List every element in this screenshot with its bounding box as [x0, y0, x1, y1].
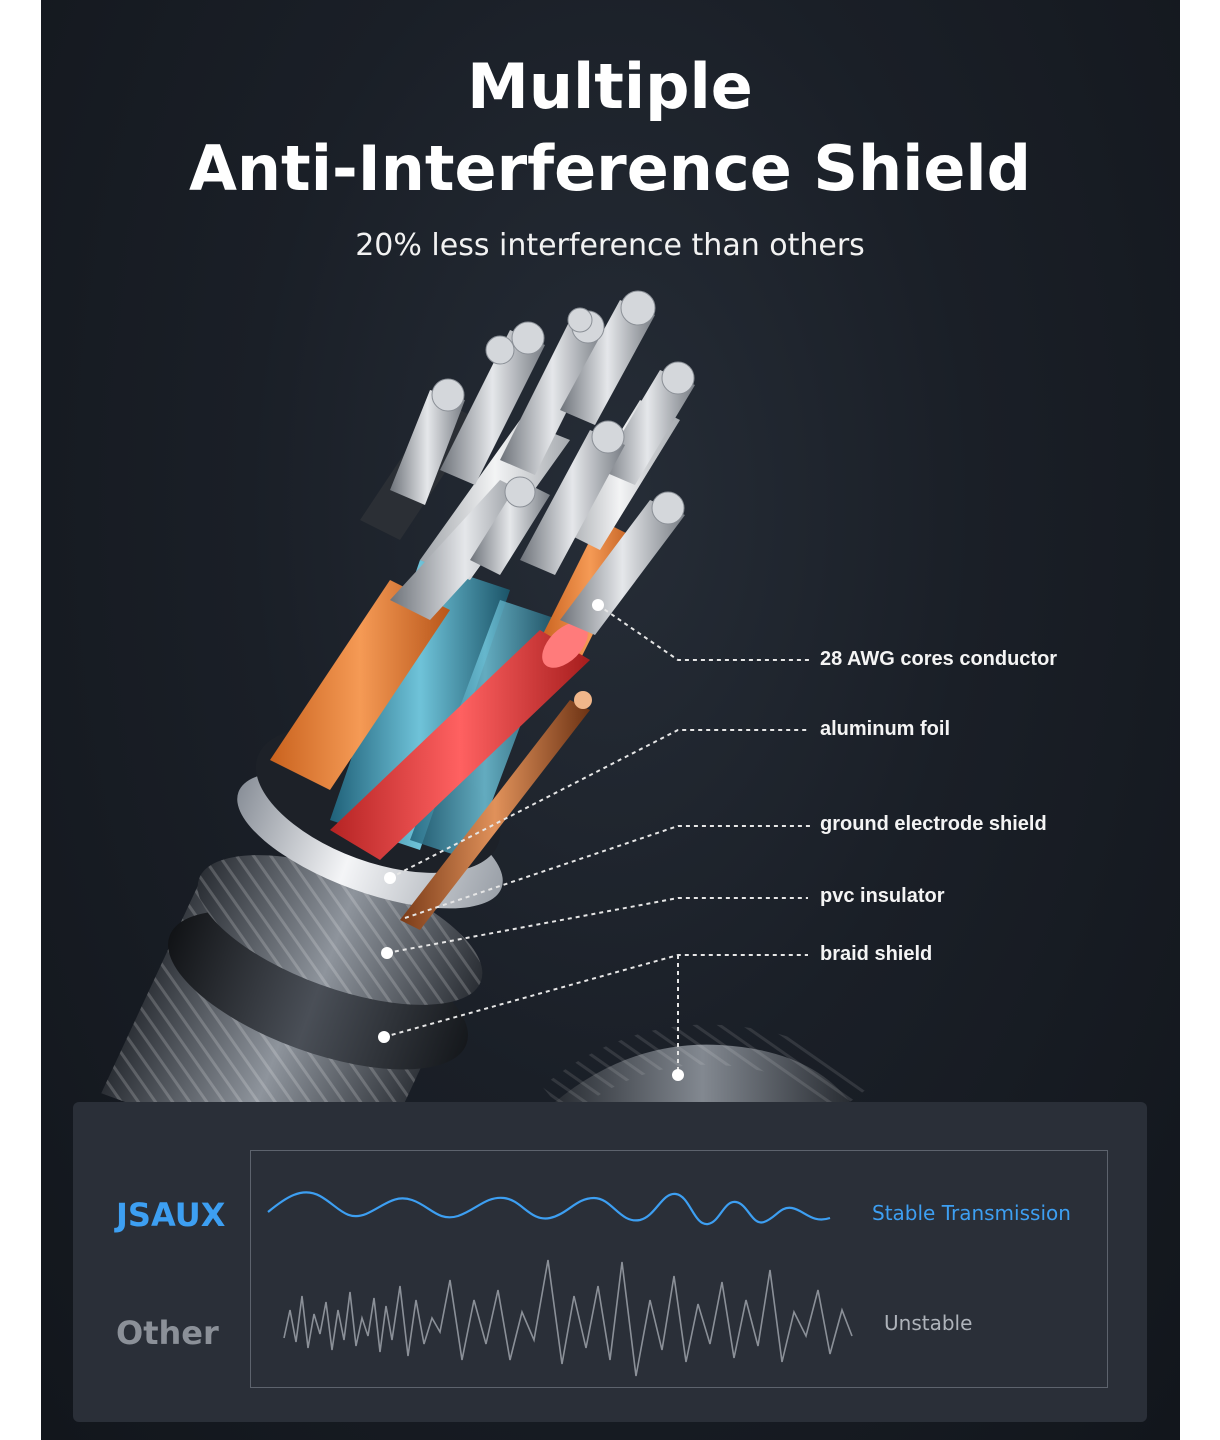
- layer-label-braid: braid shield: [820, 943, 933, 965]
- layer-label-ground: ground electrode shield: [820, 813, 1047, 835]
- layer-label-pvc: pvc insulator: [820, 885, 945, 907]
- page-title-line1: Multiple: [467, 50, 753, 123]
- result-stable: Stable Transmission: [872, 1201, 1071, 1225]
- leader-lines: [383, 604, 810, 1075]
- page-title-line2: Anti-Interference Shield: [188, 132, 1032, 205]
- comparison-panel: [73, 1102, 1147, 1422]
- page-subtitle: 20% less interference than others: [355, 228, 865, 263]
- inner-wires: [270, 290, 695, 930]
- waveform-frame: [250, 1150, 1108, 1388]
- brand-jsaux: JSAUX: [116, 1196, 226, 1234]
- stable-wave: [267, 1191, 831, 1226]
- leader-dots: [378, 599, 684, 1081]
- layer-label-conductor: 28 AWG cores conductor: [820, 648, 1058, 670]
- unstable-wave: [283, 1259, 853, 1377]
- result-unstable: Unstable: [884, 1311, 973, 1335]
- layer-label-foil: aluminum foil: [820, 718, 950, 740]
- brand-other: Other: [116, 1314, 219, 1352]
- pvc-ring: [168, 910, 468, 1070]
